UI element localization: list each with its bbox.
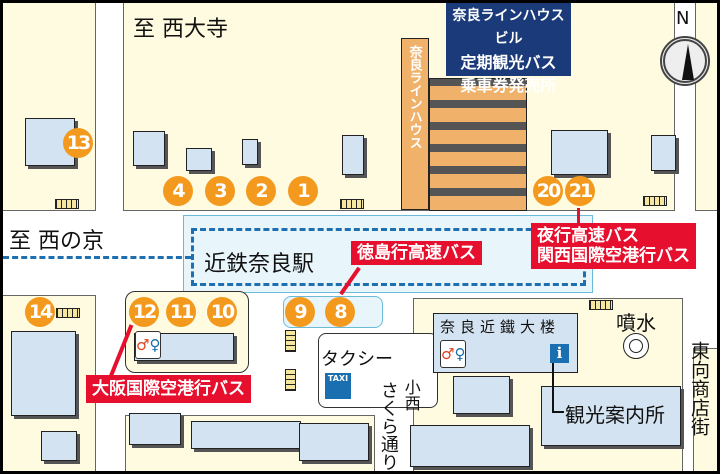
building-sign: 奈良ラインハウスビル 定期観光バス 乗車券発売所 — [446, 3, 571, 95]
block-east — [693, 348, 717, 471]
sakura-street-label: さくら通り — [377, 381, 399, 471]
bus-stop-12[interactable]: 12 — [129, 297, 159, 327]
building — [551, 130, 608, 175]
bus-stop-3[interactable]: 3 — [205, 176, 235, 206]
bus-stop-10[interactable]: 10 — [207, 297, 237, 327]
info-pointer-line — [552, 363, 564, 413]
bus-stop-14[interactable]: 14 — [25, 297, 55, 327]
building — [410, 425, 530, 467]
line-house-building — [429, 78, 527, 211]
building — [342, 135, 364, 175]
bus-stop-8[interactable]: 8 — [325, 297, 355, 327]
building — [129, 413, 181, 445]
building — [541, 386, 681, 446]
konishi-label: 小西 — [401, 379, 421, 411]
info-icon[interactable]: i — [550, 344, 569, 363]
sign-line: 乗車券発売所 — [460, 76, 557, 95]
stairs — [55, 199, 79, 209]
building — [242, 139, 258, 165]
compass-icon — [660, 36, 710, 86]
building — [11, 331, 76, 416]
block-northwest — [3, 3, 96, 211]
bus-stop-1[interactable]: 1 — [288, 176, 318, 206]
stairs — [285, 369, 296, 391]
tower-sign: 奈良ラインハウス — [406, 45, 422, 149]
higashimuki-street-label: 東向商店街 — [687, 341, 710, 436]
taxi-label: タクシー — [321, 349, 393, 370]
callout-night-bus: 夜行高速バス 関西国際空港行バス — [531, 223, 696, 269]
station-map: 奈良ラインハウス 奈良ラインハウスビル 定期観光バス 乗車券発売所 N 至 西大… — [3, 3, 717, 471]
callout-pointer — [577, 208, 580, 224]
restroom-icon: ♂♀ — [440, 340, 466, 368]
stairs — [643, 196, 667, 206]
direction-nishinokyo: 至 西の京 — [9, 229, 104, 254]
taxi-icon: TAXI — [325, 373, 351, 399]
stairs — [340, 199, 364, 209]
callout-tokushima: 徳島行高速バス — [351, 241, 482, 265]
bus-stop-9[interactable]: 9 — [285, 297, 315, 327]
railway-line — [3, 256, 191, 259]
bus-stop-4[interactable]: 4 — [163, 176, 193, 206]
bus-stop-20[interactable]: 20 — [533, 176, 563, 206]
direction-saidaiji: 至 西大寺 — [133, 17, 228, 42]
building — [191, 421, 301, 449]
bus-stop-11[interactable]: 11 — [166, 297, 196, 327]
callout-line: 夜行高速バス — [537, 226, 639, 246]
kintetsu-building-label: 奈良近鐵大楼 — [440, 318, 561, 336]
restroom-icon: ♂♀ — [135, 331, 161, 359]
building — [299, 423, 369, 461]
bus-stop-13[interactable]: 13 — [63, 128, 93, 158]
block-northeast — [695, 3, 717, 211]
building — [41, 431, 77, 461]
tourist-info-label: 観光案内所 — [565, 403, 665, 427]
bus-stop-2[interactable]: 2 — [246, 176, 276, 206]
station-name: 近鉄奈良駅 — [204, 252, 315, 277]
callout-osaka-airport: 大阪国際空港行バス — [86, 375, 251, 403]
line-house-tower — [401, 38, 429, 210]
callout-line: 関西国際空港行バス — [537, 246, 690, 266]
building — [133, 131, 165, 166]
sign-line: 定期観光バス — [460, 53, 557, 72]
building — [453, 376, 510, 414]
bus-stop-21[interactable]: 21 — [565, 176, 595, 206]
building — [25, 118, 75, 166]
fountain-label: 噴水 — [616, 311, 656, 335]
building — [186, 148, 212, 171]
stairs — [285, 330, 296, 352]
fountain-icon — [623, 333, 649, 359]
compass-north-label: N — [676, 8, 690, 29]
building — [651, 135, 676, 171]
sign-line: 奈良ラインハウスビル — [452, 8, 565, 47]
stairs — [56, 308, 80, 318]
stairs — [589, 300, 613, 310]
